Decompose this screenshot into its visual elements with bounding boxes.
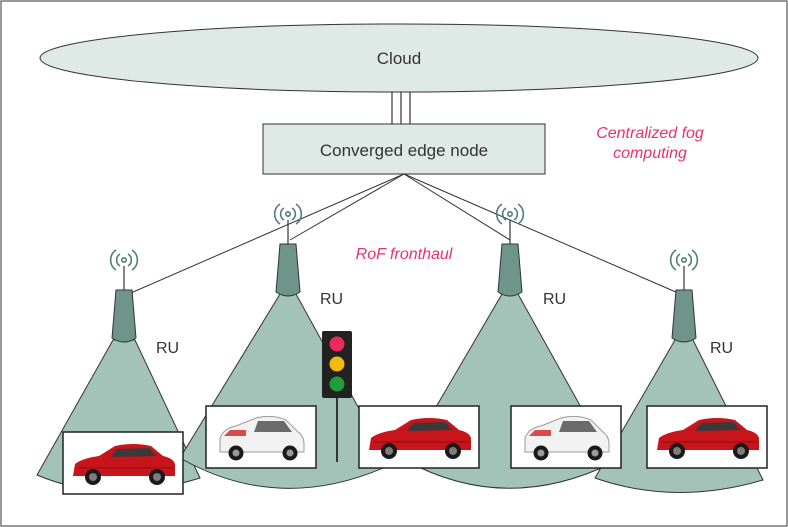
converged-edge-node: Converged edge node <box>262 123 546 175</box>
backhaul-links <box>391 92 411 124</box>
edge-node-label: Converged edge node <box>320 141 488 160</box>
ru-label-4: RU <box>710 340 733 357</box>
ru-antenna-4 <box>669 249 699 343</box>
white-car-icon <box>510 405 622 469</box>
cloud-label: Cloud <box>377 49 421 68</box>
white-car-icon <box>205 405 317 469</box>
ru-antenna-3 <box>495 203 525 297</box>
ru-label-2: RU <box>320 291 343 308</box>
ru-antenna-2 <box>273 203 303 297</box>
centralized-fog-label-line1: Centralized fog <box>596 125 704 142</box>
red-car-icon <box>358 405 480 469</box>
traffic-light-icon <box>322 331 352 462</box>
ru-antenna-1 <box>109 249 139 343</box>
ru-label-3: RU <box>543 291 566 308</box>
cloud: Cloud <box>39 23 759 93</box>
red-car-icon <box>646 405 768 469</box>
red-car-icon <box>62 431 184 495</box>
fronthaul-links <box>123 173 686 297</box>
ru-label-1: RU <box>156 340 179 357</box>
centralized-fog-label-line2: computing <box>613 145 687 162</box>
rof-fronthaul-label: RoF fronthaul <box>356 246 453 263</box>
